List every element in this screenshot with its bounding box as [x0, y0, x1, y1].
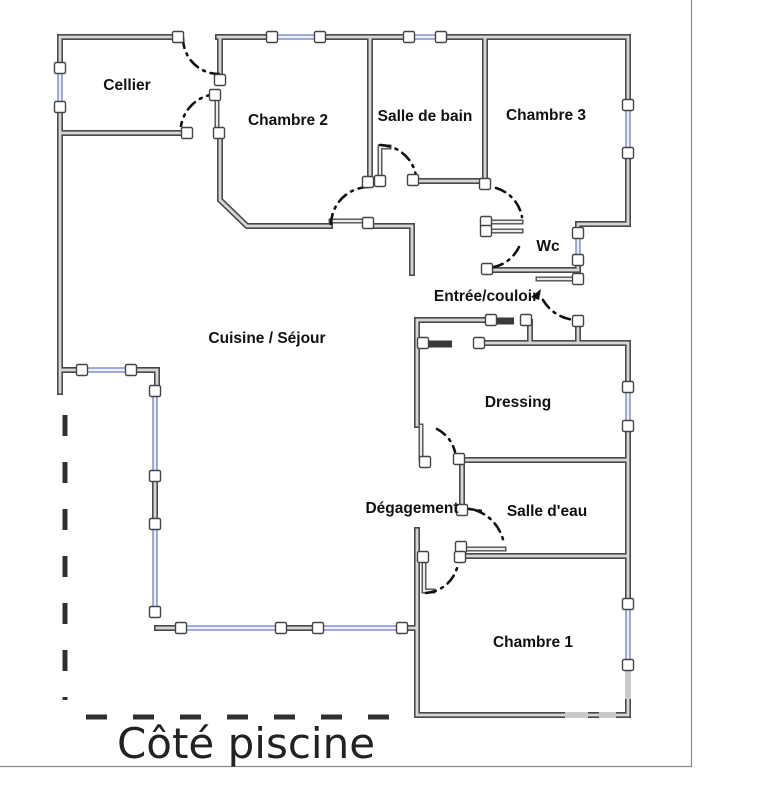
- hinge-marker: [621, 419, 635, 433]
- hinge-marker: [148, 469, 162, 483]
- hinge-marker: [361, 216, 375, 230]
- label-dressing: Dressing: [485, 394, 551, 411]
- hinge-marker: [53, 61, 67, 75]
- hinge-marker: [311, 621, 325, 635]
- label-chambre2: Chambre 2: [248, 112, 328, 129]
- hinge-marker: [171, 30, 185, 44]
- hinge-marker: [265, 30, 279, 44]
- door-arc-wc: [484, 245, 521, 270]
- hinge-marker: [313, 30, 327, 44]
- room-labels: Cellier Chambre 2 Salle de bain Chambre …: [103, 77, 587, 651]
- pool-side-dashed-line: [62, 415, 398, 720]
- faded-wall-segments: [565, 671, 631, 718]
- hinge-marker: [621, 658, 635, 672]
- label-salle-de-bain: Salle de bain: [378, 108, 473, 125]
- hinge-markers: [53, 30, 635, 672]
- label-degagement: Dégagement: [365, 500, 458, 517]
- hinge-marker: [53, 100, 67, 114]
- hinge-marker: [148, 605, 162, 619]
- door-arc-chambre1: [424, 566, 459, 595]
- hinge-marker: [453, 550, 467, 564]
- couloir-arrow-icon: [531, 289, 541, 300]
- door-arc-salle-de-bain: [378, 143, 418, 178]
- hinge-marker: [148, 517, 162, 531]
- hinge-marker: [621, 98, 635, 112]
- door-swing-arcs: [179, 36, 577, 595]
- door-leaves: [214, 93, 579, 594]
- label-cuisine-sejour: Cuisine / Séjour: [208, 330, 325, 347]
- hinge-marker: [274, 621, 288, 635]
- hinge-marker: [571, 272, 585, 286]
- scan-edge-lines: [0, 0, 693, 768]
- hinge-marker: [479, 224, 493, 238]
- hinge-marker: [571, 253, 585, 267]
- hinge-marker: [571, 226, 585, 240]
- hinge-marker: [621, 380, 635, 394]
- closet-door-bars: [429, 317, 514, 348]
- pool-side-caption: Côté piscine: [117, 719, 375, 768]
- hinge-marker: [478, 177, 492, 191]
- hinge-marker: [395, 621, 409, 635]
- wall-core-layer: [58, 35, 630, 717]
- label-wc: Wc: [536, 238, 560, 255]
- windows: [57, 34, 631, 665]
- label-entree-couloir: Entrée/couloir: [434, 288, 538, 305]
- hinge-marker: [484, 313, 498, 327]
- hinge-marker: [124, 363, 138, 377]
- door-arc-dressing: [435, 427, 457, 454]
- hinge-marker: [75, 363, 89, 377]
- hinge-marker: [416, 550, 430, 564]
- walls: [57, 34, 631, 718]
- label-salle-deau: Salle d'eau: [507, 503, 587, 520]
- hinge-marker: [208, 88, 222, 102]
- hinge-marker: [361, 175, 375, 189]
- hinge-marker: [571, 314, 585, 328]
- hinge-marker: [148, 384, 162, 398]
- door-leaf-core-layer: [215, 94, 578, 593]
- hinge-marker: [472, 336, 486, 350]
- hinge-marker: [406, 173, 420, 187]
- hinge-marker: [180, 126, 194, 140]
- hinge-marker: [373, 174, 387, 188]
- hinge-marker: [213, 73, 227, 87]
- hinge-marker: [416, 336, 430, 350]
- hinge-marker: [455, 503, 469, 517]
- label-cellier: Cellier: [103, 77, 150, 94]
- window-core-layer: [58, 35, 630, 665]
- door-arc-cellier-top: [181, 36, 221, 76]
- hinge-marker: [418, 455, 432, 469]
- door-arc-chambre3: [494, 186, 524, 219]
- label-chambre3: Chambre 3: [506, 107, 586, 124]
- label-chambre1: Chambre 1: [493, 634, 573, 651]
- hinge-marker: [480, 262, 494, 276]
- hinge-marker: [212, 126, 226, 140]
- hinge-marker: [621, 146, 635, 160]
- hinge-marker: [621, 597, 635, 611]
- hinge-marker: [452, 452, 466, 466]
- hinge-marker: [402, 30, 416, 44]
- hinge-marker: [174, 621, 188, 635]
- hinge-marker: [519, 313, 533, 327]
- door-arc-entree: [541, 298, 577, 322]
- door-arc-chambre2: [329, 185, 370, 226]
- hinge-marker: [434, 30, 448, 44]
